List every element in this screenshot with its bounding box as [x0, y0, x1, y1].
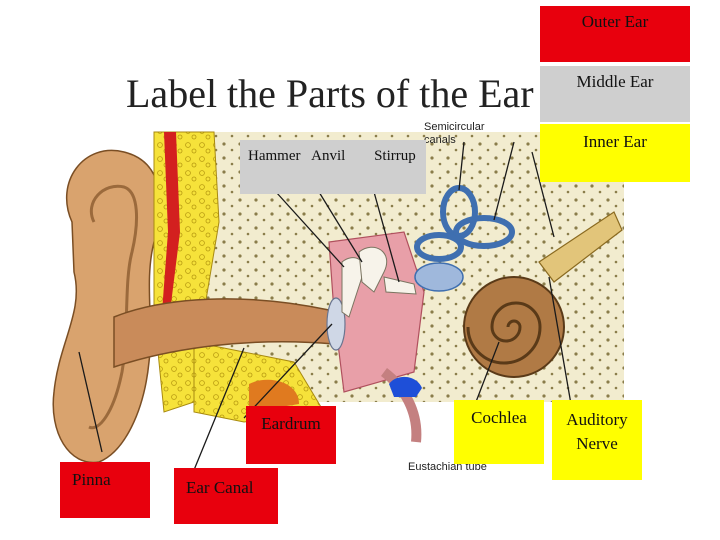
legend-outer-ear[interactable]: Outer Ear	[540, 6, 690, 62]
semicircular-canals-caption: Semicircular canals	[424, 121, 485, 147]
auditory-nerve-line1: Auditory	[566, 410, 628, 429]
eustachian-tube-caption: Eustachian tube	[408, 461, 487, 473]
semicircular-caption-line2: canals	[424, 134, 456, 146]
label-stirrup[interactable]: Stirrup	[374, 148, 416, 164]
legend-middle-ear[interactable]: Middle Ear	[540, 66, 690, 122]
label-anvil[interactable]: Anvil	[311, 148, 346, 164]
label-hammer[interactable]: Hammer	[248, 148, 301, 164]
ossicle-label-strip: Hammer Anvil Stirrup	[240, 140, 426, 194]
auditory-nerve-line2: Nerve	[576, 434, 618, 453]
label-eardrum[interactable]: Eardrum	[246, 406, 336, 464]
label-ear-canal[interactable]: Ear Canal	[174, 468, 278, 524]
label-cochlea[interactable]: Cochlea	[454, 400, 544, 464]
semicircular-caption-line1: Semicircular	[424, 121, 485, 133]
label-pinna[interactable]: Pinna	[60, 462, 150, 518]
slide-title: Label the Parts of the Ear	[126, 71, 534, 116]
label-auditory-nerve[interactable]: Auditory Nerve	[552, 400, 642, 480]
legend-inner-ear[interactable]: Inner Ear	[540, 124, 690, 182]
